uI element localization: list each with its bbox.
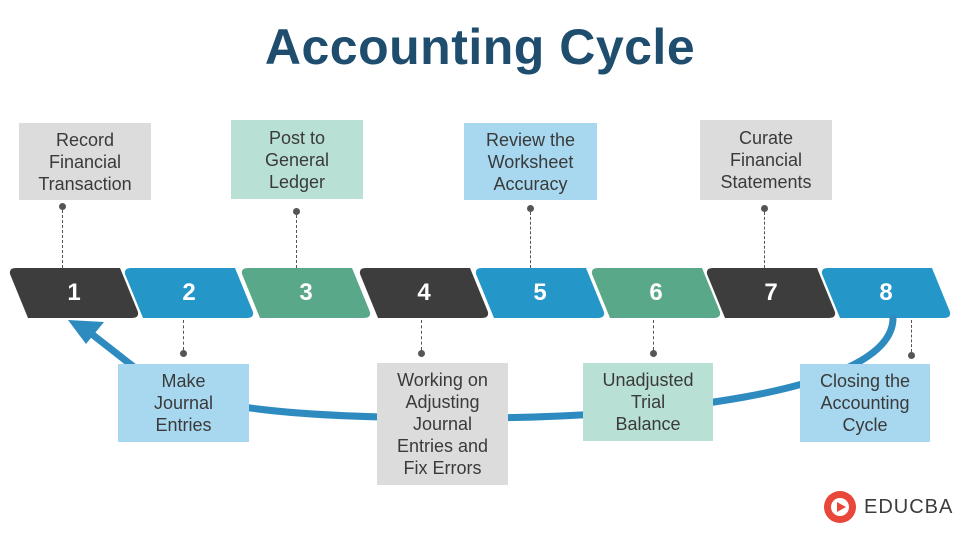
connector-dot-1: [59, 203, 66, 210]
step-7-label: Curate Financial Statements: [700, 120, 832, 200]
return-arrow-head: [68, 320, 104, 344]
step-3-shape: [241, 268, 371, 318]
step-1-number: 1: [67, 279, 81, 306]
step-6-shape: [591, 268, 721, 318]
connector-6: [653, 320, 654, 350]
connector-dot-3: [293, 208, 300, 215]
connector-7: [764, 212, 765, 268]
step-2-label: Make Journal Entries: [118, 364, 249, 442]
connector-dot-5: [527, 205, 534, 212]
step-7-shape: [706, 268, 836, 318]
step-4-label: Working on Adjusting Journal Entries and…: [377, 363, 508, 485]
page-title: Accounting Cycle: [264, 19, 696, 75]
connector-dot-2: [180, 350, 187, 357]
connector-dot-4: [418, 350, 425, 357]
step-4-number: 4: [417, 279, 431, 306]
step-3-number: 3: [299, 279, 313, 306]
connector-5: [530, 212, 531, 268]
educba-logo-icon: [824, 491, 856, 523]
step-5-shape: [475, 268, 605, 318]
step-8-label: Closing the Accounting Cycle: [800, 364, 930, 442]
connector-4: [421, 320, 422, 350]
step-6-label: Unadjusted Trial Balance: [583, 363, 713, 441]
connector-1: [62, 210, 63, 268]
connector-dot-6: [650, 350, 657, 357]
step-2-number: 2: [182, 279, 196, 306]
step-1-label: Record Financial Transaction: [19, 123, 151, 200]
connector-dot-8: [908, 352, 915, 359]
step-3-label: Post to General Ledger: [231, 120, 363, 199]
step-6-number: 6: [649, 279, 663, 306]
connector-8: [911, 320, 912, 352]
logo-text: EDUCBA: [864, 495, 954, 518]
connector-2: [183, 320, 184, 350]
step-5-number: 5: [533, 279, 547, 306]
step-1-shape: [9, 268, 139, 318]
step-5-label: Review the Worksheet Accuracy: [464, 123, 597, 200]
connector-dot-7: [761, 205, 768, 212]
step-2-shape: [124, 268, 254, 318]
step-4-shape: [359, 268, 489, 318]
educba-logo: EDUCBA: [822, 489, 953, 525]
step-7-number: 7: [764, 279, 778, 306]
step-8-shape: [821, 268, 951, 318]
connector-3: [296, 215, 297, 268]
step-8-number: 8: [879, 279, 893, 306]
